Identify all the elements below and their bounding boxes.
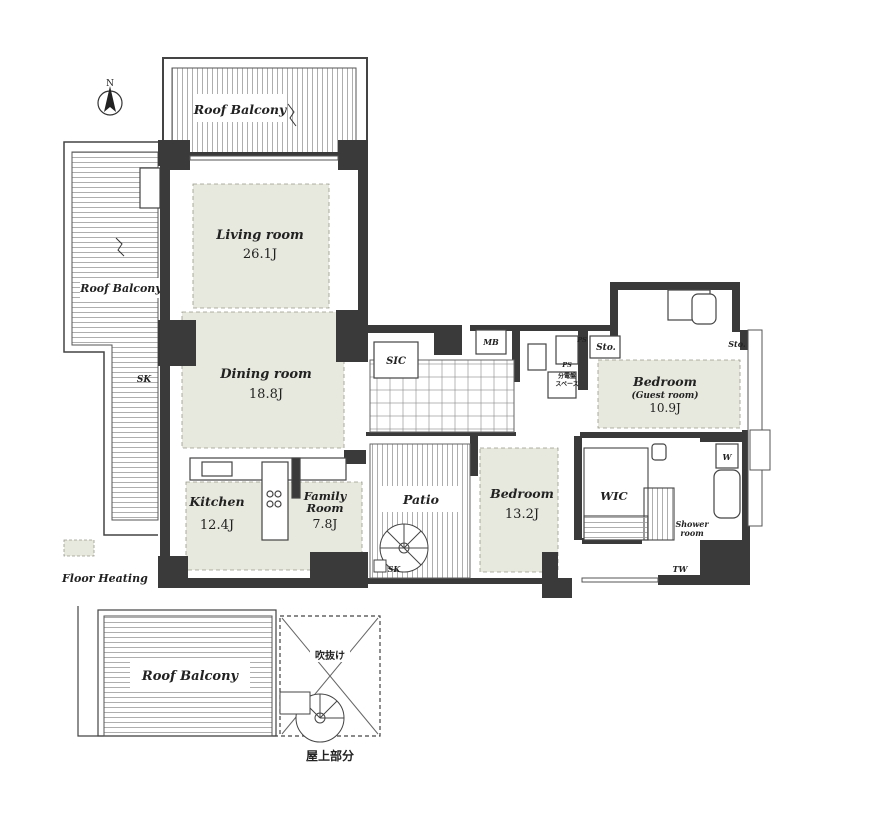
roof-balcony-bottom-label: Roof Balcony: [141, 669, 240, 684]
wic-label: WIC: [600, 489, 628, 503]
spiral-stair-icon: [379, 523, 429, 573]
kitchen-size: 12.4J: [200, 518, 234, 533]
dining-room-size: 18.8J: [249, 387, 283, 402]
sto1-label: Sto.: [596, 343, 616, 353]
washer-space-line1: 分電盤: [558, 372, 577, 380]
roof-balcony-left: Roof Balcony SK: [63, 141, 163, 536]
floor-heating-swatch: [63, 539, 95, 557]
sic-label: SIC: [386, 356, 406, 367]
bedroom-main-size: 13.2J: [505, 507, 539, 522]
windows: [189, 155, 771, 583]
roof-balcony-top: Roof Balcony: [162, 57, 368, 159]
rooftop-section: Roof Balcony 吹抜け 屋上部分: [77, 606, 381, 763]
family-room-label-1: Family: [303, 489, 348, 503]
rooftop-section-title: 屋上部分: [306, 748, 354, 763]
patio-label: Patio: [402, 492, 439, 507]
ps1-label: PS: [576, 336, 587, 344]
rooftop-spiral-stair-icon: [279, 691, 345, 743]
living-room-label: Living room: [215, 228, 304, 243]
living-room-size: 26.1J: [243, 247, 277, 262]
sk-left-label: SK: [137, 375, 152, 385]
north-compass-icon: N: [97, 79, 123, 116]
sto2-label: Sto.: [728, 339, 746, 349]
void-label: 吹抜け: [315, 649, 345, 662]
bedroom-guest-sub: (Guest room): [631, 390, 698, 401]
dining-room-label: Dining room: [219, 367, 312, 382]
washer-space-line2: スペース: [555, 381, 578, 388]
floor-heating-label: Floor Heating: [61, 572, 148, 585]
w-label: W: [723, 452, 733, 462]
bedroom-guest-label: Bedroom: [632, 374, 697, 389]
room-labels: Living room 26.1J Dining room 18.8J Kitc…: [188, 228, 746, 574]
mb-label: MB: [482, 337, 499, 347]
family-room-label-2: Room: [305, 501, 343, 515]
kitchen-fixtures: [189, 457, 347, 541]
service-rooms: [373, 289, 741, 519]
shower-room-label-2: room: [680, 528, 703, 538]
family-room-size: 7.8J: [313, 516, 338, 531]
legend: Floor Heating: [61, 539, 148, 585]
ps2-label: PS: [561, 361, 572, 369]
bedroom-guest-size: 10.9J: [649, 401, 681, 415]
kitchen-label: Kitchen: [188, 494, 244, 509]
north-label: N: [106, 79, 114, 89]
walls: [158, 140, 752, 598]
roof-balcony-left-label: Roof Balcony: [79, 282, 163, 295]
sk-patio-label: SK: [388, 564, 402, 574]
bedroom-main-label: Bedroom: [489, 486, 554, 501]
tw-label: TW: [673, 564, 689, 574]
shower-room-label-1: Shower: [675, 519, 709, 529]
patio-area: [369, 443, 471, 579]
wic-area: [583, 447, 675, 541]
roof-balcony-top-label: Roof Balcony: [193, 102, 287, 117]
